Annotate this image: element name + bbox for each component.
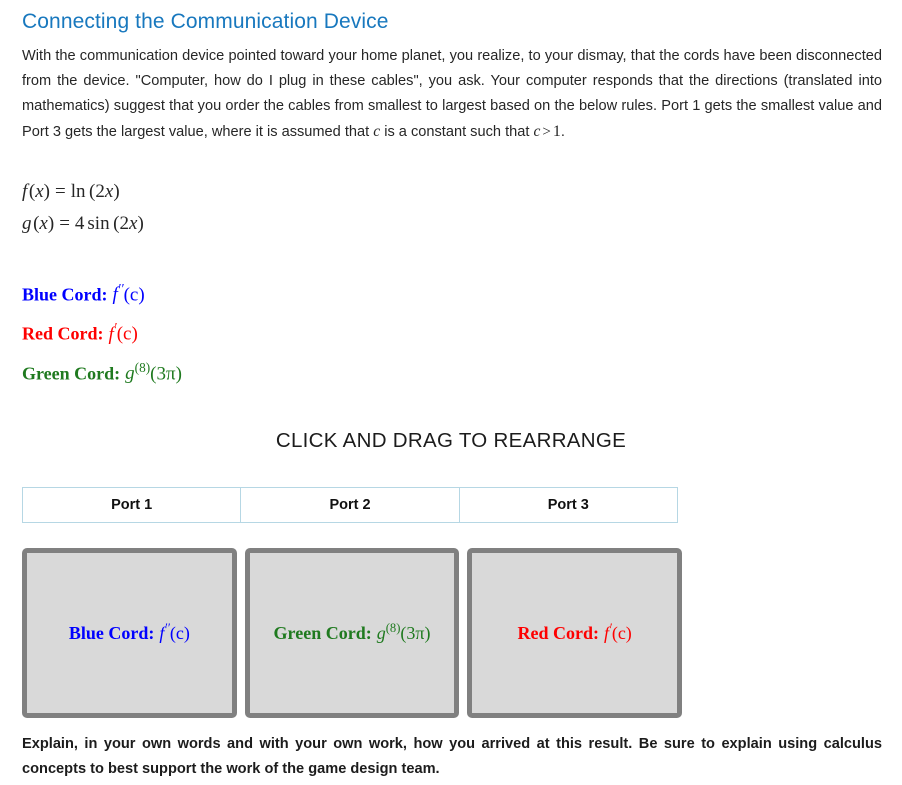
drag-box-slot-2-label: Green Cord: (273, 623, 372, 644)
cord-rule-blue-superscript: ′′ (117, 281, 124, 296)
drag-slot-row: Blue Cord:f′′(c) Green Cord:g(8)(3π) Red… (22, 548, 683, 718)
function-g-coefficient: 4 (74, 213, 85, 234)
cord-rule-green-label: Green Cord: (22, 362, 121, 383)
drag-box-slot-3-base: f (604, 623, 610, 644)
cord-rule-red-base: f (108, 323, 114, 345)
ports-header-table: Port 1 Port 2 Port 3 (22, 487, 678, 523)
drag-box-slot-1-argument: (c) (169, 623, 190, 644)
inequality-variable-c: c (533, 123, 541, 140)
cord-rule-red-superscript: ′ (113, 320, 117, 336)
function-g-argument: x (39, 213, 48, 234)
drag-box-slot-1-label: Blue Cord: (68, 623, 155, 644)
drag-box-slot-1[interactable]: Blue Cord:f′′(c) (22, 548, 237, 718)
function-g-inner-coefficient: 2 (119, 213, 130, 234)
inequality-operator: > (542, 124, 551, 140)
drag-box-slot-2-argument: (3π) (400, 623, 431, 644)
drag-box-slot-1-superscript: ′′ (164, 621, 170, 636)
cord-rule-blue-argument: (c) (123, 284, 145, 306)
explanation-instruction: Explain, in your own words and with your… (22, 736, 882, 777)
function-g-inner-variable: x (129, 213, 138, 234)
drag-box-slot-3[interactable]: Red Cord:f′(c) (467, 548, 683, 718)
page-title: Connecting the Communication Device (22, 10, 389, 33)
cord-rule-green-base: g (125, 362, 135, 384)
drag-box-slot-2-superscript: (8) (385, 621, 401, 636)
drag-instruction-heading: CLICK AND DRAG TO REARRANGE (275, 429, 627, 452)
function-f-equals: = (54, 181, 66, 202)
function-f-argument: x (35, 181, 44, 202)
drag-box-slot-2-content: Green Cord:g(8)(3π) (274, 621, 431, 645)
cord-rule-blue-base: f (112, 284, 118, 306)
cord-rule-red-label: Red Cord: (22, 323, 104, 344)
intro-text-part-1: With the communication device pointed to… (22, 48, 882, 140)
drag-box-slot-3-label: Red Cord: (517, 623, 600, 644)
cord-rule-green-superscript: (8) (134, 359, 151, 375)
cord-rule-red-argument: (c) (116, 323, 138, 345)
function-g-operator: sin (87, 213, 110, 234)
intro-text-part-3: . (560, 124, 565, 140)
intro-paragraph: With the communication device pointed to… (22, 44, 882, 145)
drag-box-slot-2-base: g (376, 623, 386, 644)
cord-rules-list: Blue Cord:f′′(c) Red Cord:f′(c) Green Co… (22, 272, 182, 390)
function-f-operator: ln (70, 181, 86, 202)
cord-rule-blue: Blue Cord:f′′(c) (22, 272, 182, 311)
port-header-1: Port 1 (23, 488, 242, 522)
drag-box-slot-1-base: f (159, 623, 165, 644)
drag-box-slot-3-content: Red Cord:f′(c) (518, 621, 632, 645)
port-header-2: Port 2 (241, 488, 460, 522)
intro-text-part-2: is a constant such that (380, 124, 534, 140)
function-f-inner-coefficient: 2 (95, 181, 105, 202)
drag-box-slot-3-argument: (c) (611, 623, 632, 644)
function-f-inner-variable: x (104, 181, 114, 202)
cord-rule-green: Green Cord:g(8)(3π) (22, 351, 182, 390)
port-header-3: Port 3 (547, 497, 589, 513)
drag-box-slot-3-superscript: ′ (609, 621, 612, 636)
function-g-equals: = (59, 213, 70, 234)
cord-rule-red: Red Cord:f′(c) (22, 311, 182, 350)
function-g-name: g (22, 213, 32, 234)
drag-box-slot-2[interactable]: Green Cord:g(8)(3π) (244, 548, 460, 718)
function-f-name: f (22, 181, 28, 202)
function-definition-f: f (x)=ln (2x) (22, 181, 120, 202)
drag-box-slot-1-content: Blue Cord:f′′(c) (69, 621, 190, 645)
cord-rule-green-argument: (3π) (150, 362, 182, 384)
inequality-value: 1 (552, 123, 561, 140)
cord-rule-blue-label: Blue Cord: (22, 284, 108, 305)
intro-variable-c: c (373, 123, 381, 140)
